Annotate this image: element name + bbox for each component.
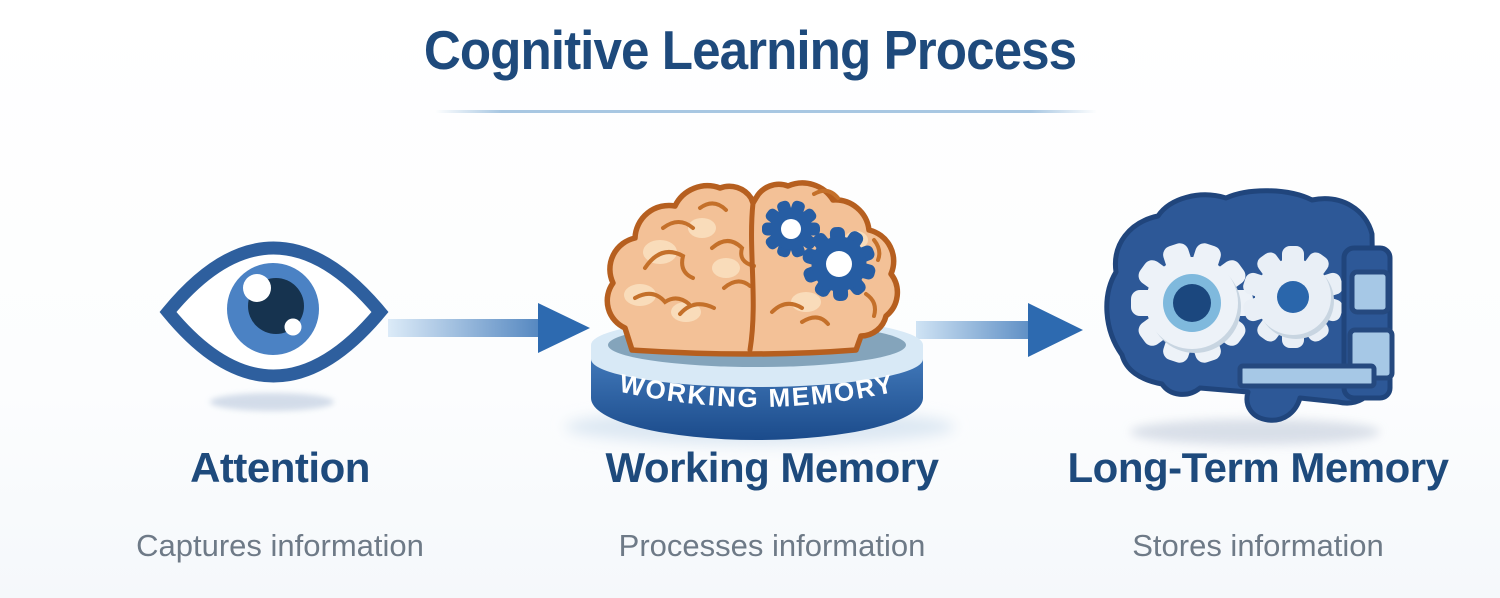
stage-label-long-term-memory: Long-Term Memory bbox=[1067, 444, 1449, 491]
arrow-head bbox=[538, 303, 590, 353]
stage-label-working-memory: Working Memory bbox=[605, 444, 939, 491]
arrow-right-icon-2 bbox=[916, 303, 1083, 357]
eye-icon bbox=[159, 241, 389, 411]
stage-desc-long-term-memory: Stores information bbox=[1132, 528, 1384, 563]
brain-gear-small-icon bbox=[762, 200, 820, 258]
stage-desc-working-memory: Processes information bbox=[618, 528, 926, 563]
platform-band bbox=[591, 359, 923, 440]
arrow-head bbox=[1028, 303, 1083, 357]
eye-highlight-small bbox=[284, 318, 302, 336]
eye-shadow bbox=[210, 393, 334, 411]
arrow-right-icon-1 bbox=[388, 303, 590, 353]
ltm-gear-left-icon bbox=[1131, 243, 1253, 363]
eye-highlight-large bbox=[243, 274, 271, 302]
working-memory-group: WORKING MEMORY bbox=[565, 180, 955, 445]
stage-label-attention: Attention bbox=[190, 444, 370, 491]
gear-hole bbox=[1173, 284, 1211, 322]
ltm-shadow bbox=[1130, 419, 1380, 445]
page-title: Cognitive Learning Process bbox=[423, 19, 1077, 81]
arrow-body bbox=[916, 321, 1030, 339]
head-with-gears-icon bbox=[1104, 188, 1395, 445]
gear-hub bbox=[1277, 281, 1309, 313]
brain-icon bbox=[604, 180, 901, 357]
ltm-gear-right-icon bbox=[1243, 246, 1343, 348]
stage-desc-attention: Captures information bbox=[136, 528, 424, 563]
brain-fissure bbox=[747, 200, 756, 353]
title-underline bbox=[435, 110, 1097, 113]
brain-gyri bbox=[633, 188, 882, 326]
arrow-body bbox=[388, 319, 540, 337]
brain-gear-large-icon bbox=[802, 226, 876, 302]
vault-knob-top bbox=[1349, 269, 1391, 315]
memory-bar bbox=[1237, 363, 1377, 389]
